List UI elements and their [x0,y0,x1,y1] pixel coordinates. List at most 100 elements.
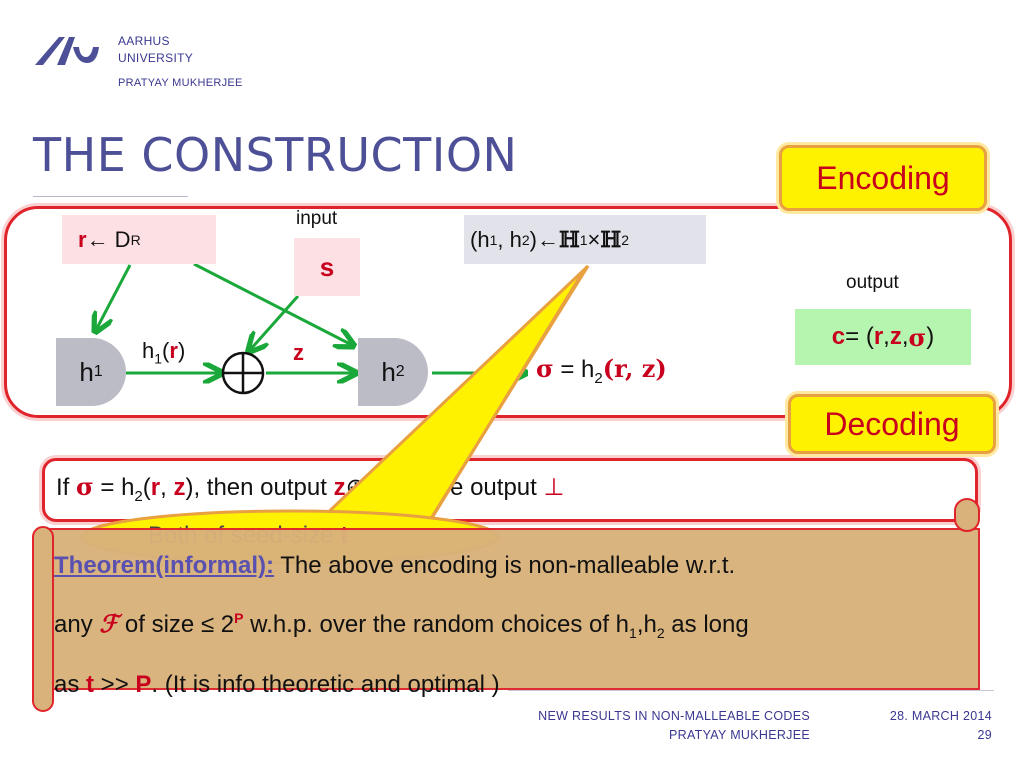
h2-node-sub: 2 [395,363,405,380]
hash-text: )← [529,226,559,252]
sigma-sub: 2 [594,369,603,387]
dec-sub: 2 [134,487,143,505]
arrow-s-to-xor [250,295,300,350]
h1r-paren: ( [162,338,170,363]
c-comma: , [901,323,909,350]
hash-family-symbol: ℍ [558,226,580,253]
slide-title: THE CONSTRUCTION [33,128,518,182]
theorem-line-1: Theorem(informal): The above encoding is… [54,540,974,592]
c-r: r [873,323,884,350]
h1-node-label: h [79,356,94,387]
footer-rule [508,690,994,691]
theorem-text-segment: w.h.p. over the random choices of h [243,611,630,638]
xor-symbol [221,351,265,395]
c-eq: = ( [845,323,874,350]
arrow-r-to-h2 [193,262,352,345]
dec-text: , [160,474,174,501]
c-variable: c [831,323,846,350]
c-comma: , [883,323,890,350]
theorem-heading: Theorem(informal): [54,552,275,579]
c-z: z [889,323,902,350]
h1r-paren: ) [177,338,186,363]
title-underline [33,196,188,197]
university-name: AARHUS UNIVERSITY [118,33,193,67]
theorem-text-segment: The above encoding is non-malleable w.r.… [274,552,736,579]
s-variable: s [319,251,335,282]
output-label: output [846,272,899,293]
input-label: input [296,208,338,229]
hash-sub: 1 [579,231,588,248]
dec-text: ( [142,474,151,501]
university-line2: UNIVERSITY [118,51,194,65]
h1r-text: h [142,338,155,363]
dec-z: z [173,474,186,501]
h1r-sub: 1 [154,350,163,367]
dec-sigma: σ [76,472,94,501]
footer-talk-title: NEW RESULTS IN NON-MALLEABLE CODES [538,709,810,723]
theorem-text-segment: . (It is info theoretic and optimal ) [151,670,500,698]
theorem-line-2: any ℱ of size ≤ 2P w.h.p. over the rando… [54,592,974,659]
r-arrow: ← D [86,226,131,252]
theorem-P-exp: P [234,610,244,626]
c-close: ) [926,323,935,350]
theorem-line-3: as t >> P. (It is info theoretic and opt… [54,659,974,711]
theorem-P: P [135,670,152,698]
footer-author: PRATYAY MUKHERJEE [668,728,810,742]
arrow-r-to-h1 [96,264,132,330]
h1r-r: r [169,338,178,363]
dec-bottom: ⊥ [543,474,565,501]
theorem-text-segment: ,h [636,611,657,638]
h2-node-label: h [381,356,396,387]
times-symbol: × [587,226,601,252]
hash-sub: 2 [521,231,530,248]
theorem-text-segment: as long [664,611,749,638]
theorem-scroll [32,498,980,712]
h1r-label: h1(r) [142,338,185,366]
decoding-rule: If σ = h2(r, z), then output z⊕h1(r) els… [56,472,564,505]
sigma-equation: σ = h2(r, z) [536,354,667,387]
r-variable: r [78,226,87,252]
sigma-eq: = h [553,356,595,383]
dec-text: ), then output [185,474,334,501]
sigma-symbol: σ [536,354,554,383]
message-box: s [294,238,360,296]
decoding-frame [42,458,978,522]
dec-text: = h [93,474,135,501]
encoding-label: Encoding [779,145,987,211]
hash-text: (h [470,226,490,252]
footer-date: 28. MARCH 2014 [889,709,992,723]
decoding-label: Decoding [788,394,996,454]
theorem-F: ℱ [99,609,119,638]
aarhus-university-logo [35,37,99,65]
hash-text: , h [497,226,522,252]
university-line1: AARHUS [118,34,170,48]
scroll-left-roll [32,526,54,712]
dec-r: r [150,474,161,501]
theorem-t: t [86,670,95,698]
scroll-top-curl [954,498,980,532]
r-subscript: R [130,231,141,248]
theorem-text-segment: >> [94,670,136,698]
theorem-text-segment: any [54,611,100,638]
theorem-sub: 2 [656,624,665,641]
footer-meta: 28. MARCH 2014 29 [840,707,992,745]
dec-z: z [333,474,346,501]
sigma-args: (r, z) [602,354,667,383]
hash-sub: 2 [621,231,629,248]
theorem-text: Theorem(informal): The above encoding is… [54,540,974,711]
footer-talk: NEW RESULTS IN NON-MALLEABLE CODES PRATY… [480,707,810,745]
encoding-frame [4,206,1012,418]
hash-family-symbol: ℍ [600,226,622,253]
c-sigma: σ [908,322,927,352]
z-label: z [293,340,304,365]
dec-text: If [56,474,77,501]
theorem-text-segment: of size ≤ 2 [118,611,235,638]
codeword-box: c = (r, z, σ) [795,309,971,365]
theorem-sub: 1 [629,624,637,641]
h1-node-sub: 1 [93,363,103,380]
